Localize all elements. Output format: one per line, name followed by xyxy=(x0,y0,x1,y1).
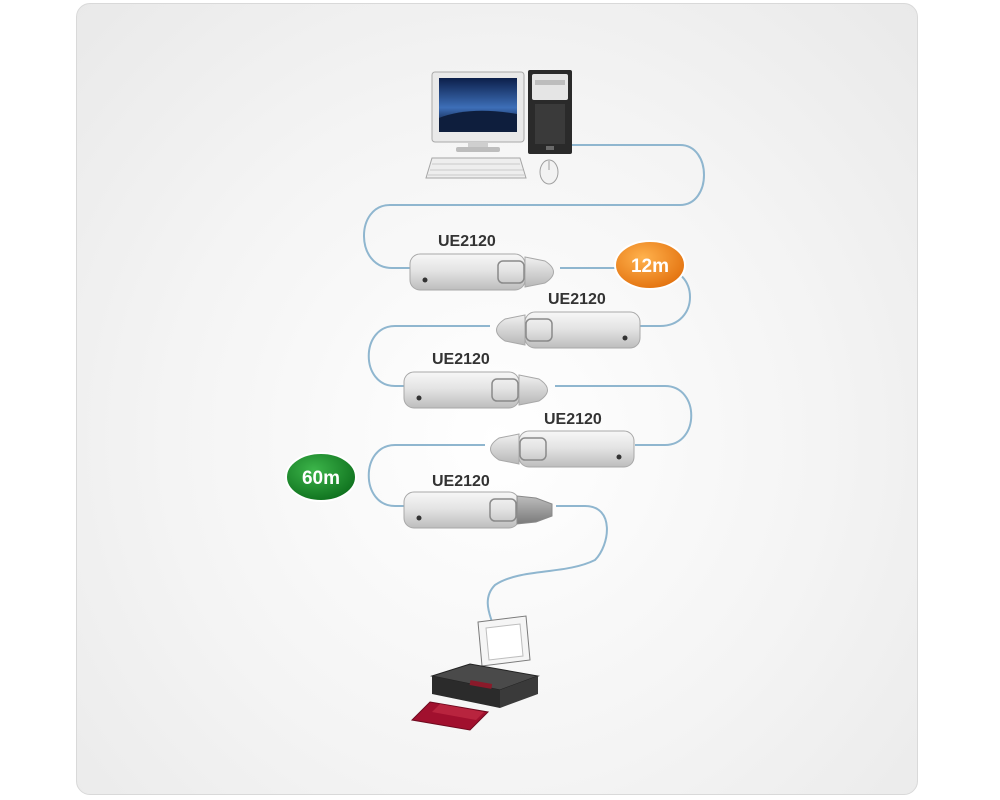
distance-badge-60m: 60m xyxy=(285,452,357,502)
unit-label: UE2120 xyxy=(432,351,490,368)
badge-text: 60m xyxy=(302,468,340,489)
extender-unit xyxy=(403,371,548,409)
printer-icon xyxy=(410,615,540,731)
cable-pc-to-unit1 xyxy=(363,144,705,269)
cable-unit5-to-printer xyxy=(486,505,608,623)
cable-unit3-to-unit4 xyxy=(555,385,693,446)
computer-icon xyxy=(425,70,572,185)
unit-label: UE2120 xyxy=(548,291,606,308)
extender-unit xyxy=(403,491,553,529)
unit-label: UE2120 xyxy=(432,473,490,490)
distance-badge-12m: 12m xyxy=(614,240,686,290)
unit-label: UE2120 xyxy=(544,411,602,428)
extender-unit xyxy=(496,311,641,349)
unit-label: UE2120 xyxy=(438,233,496,250)
badge-text: 12m xyxy=(631,256,669,277)
extender-unit xyxy=(409,253,554,291)
extender-unit xyxy=(490,430,635,468)
cable-unit4-to-unit5 xyxy=(367,444,485,507)
cable-unit2-to-unit3 xyxy=(367,325,490,387)
